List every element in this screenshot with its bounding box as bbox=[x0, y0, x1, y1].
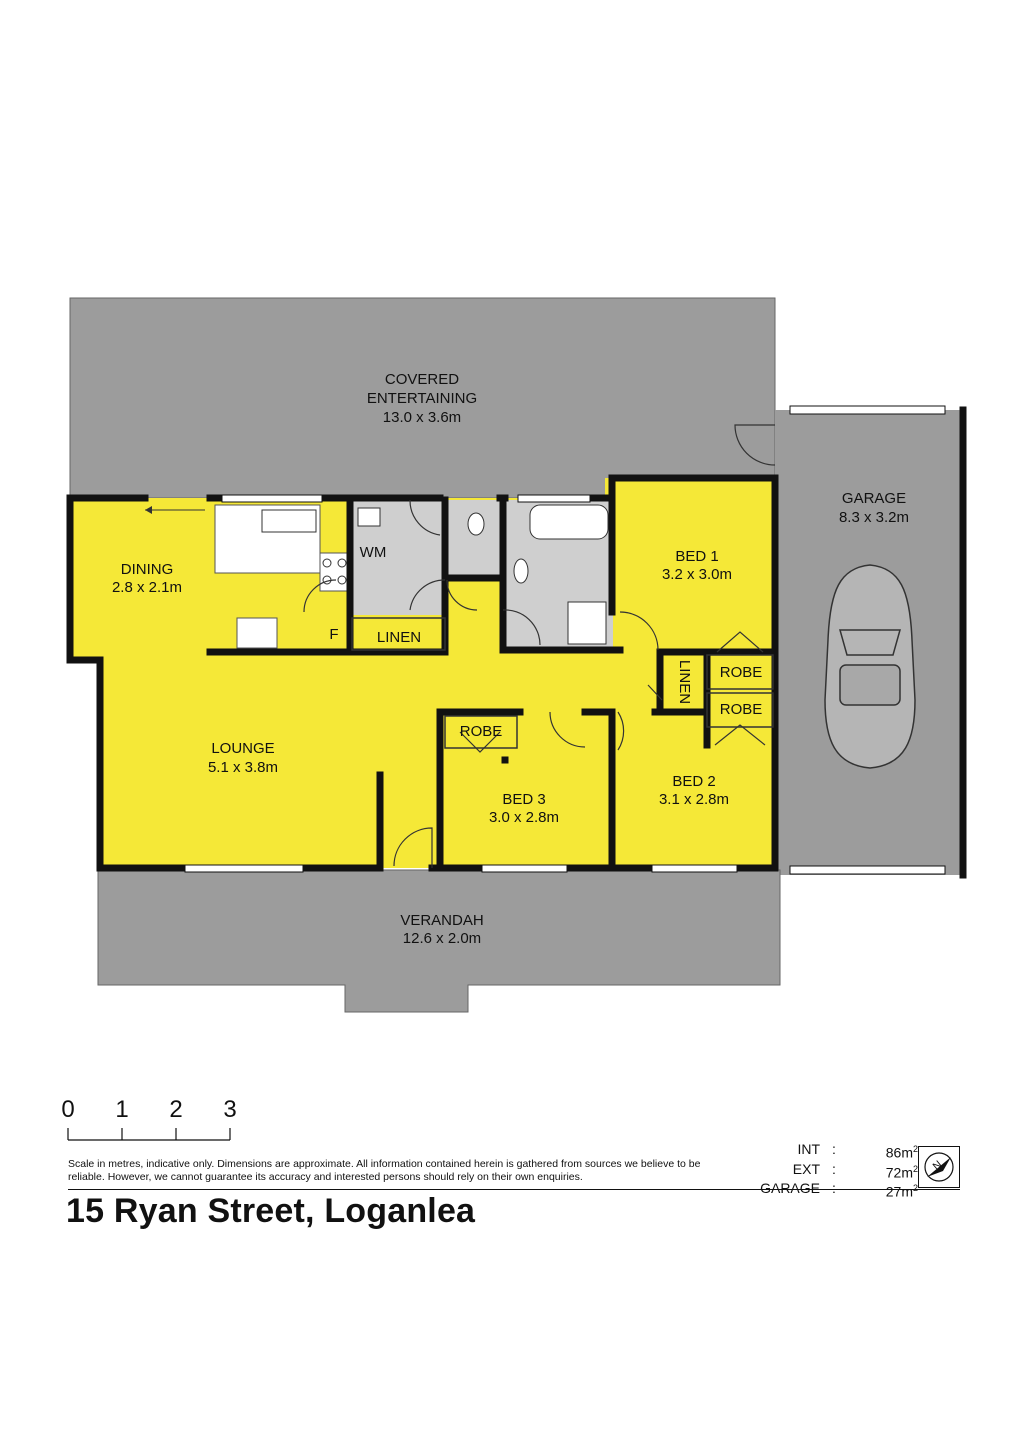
area-row-garage: GARAGE : 27m2 bbox=[740, 1180, 920, 1200]
windows bbox=[184, 405, 946, 875]
covered-entertaining-dims: 13.0 x 3.6m bbox=[383, 409, 461, 426]
garage-dims: 8.3 x 3.2m bbox=[839, 509, 909, 526]
dining-label: DINING bbox=[121, 561, 174, 578]
area-key: INT bbox=[797, 1141, 820, 1157]
garage-label: GARAGE bbox=[842, 490, 906, 507]
area-key: EXT bbox=[792, 1160, 820, 1177]
robe-bed1-label: ROBE bbox=[720, 664, 763, 681]
scale-tick-1: 1 bbox=[115, 1096, 128, 1123]
covered-entertaining-area bbox=[69, 297, 776, 499]
toilet bbox=[467, 512, 485, 536]
bed3-dims: 3.0 x 2.8m bbox=[489, 809, 559, 826]
area-sep: : bbox=[832, 1160, 836, 1177]
linen-vertical-label: LINEN bbox=[676, 660, 693, 704]
wm-label: WM bbox=[360, 544, 387, 561]
linen-label: LINEN bbox=[377, 629, 421, 646]
robe-bed3-label: ROBE bbox=[460, 723, 503, 740]
cooktop bbox=[319, 552, 351, 592]
kitchen-bench-island bbox=[236, 617, 278, 649]
verandah-label: VERANDAH bbox=[400, 912, 483, 929]
scale-tick-3: 3 bbox=[223, 1096, 236, 1123]
area-sep: : bbox=[832, 1141, 836, 1157]
disclaimer-text: Scale in metres, indicative only. Dimens… bbox=[68, 1158, 701, 1183]
bed2-label: BED 2 bbox=[672, 773, 715, 790]
car-icon bbox=[824, 564, 916, 769]
covered-entertaining-label-2: ENTERTAINING bbox=[367, 390, 477, 407]
lounge-label: LOUNGE bbox=[211, 740, 274, 757]
shower bbox=[567, 601, 607, 645]
bed1-label: BED 1 bbox=[675, 548, 718, 565]
laundry-tub bbox=[357, 507, 381, 527]
verandah-dims: 12.6 x 2.0m bbox=[403, 930, 481, 947]
fridge-label: F bbox=[329, 626, 338, 643]
scale-tick-0: 0 bbox=[61, 1096, 74, 1123]
lounge-dims: 5.1 x 3.8m bbox=[208, 759, 278, 776]
kitchen-sink bbox=[261, 509, 317, 533]
footer-rule bbox=[68, 1189, 960, 1190]
robe-bed2-label: ROBE bbox=[720, 701, 763, 718]
area-value: 27m2 bbox=[885, 1183, 918, 1200]
area-key: GARAGE bbox=[760, 1180, 820, 1197]
verandah-area bbox=[97, 869, 781, 1013]
thin-walls bbox=[351, 617, 774, 749]
doors bbox=[303, 424, 776, 868]
bed1-dims: 3.2 x 3.0m bbox=[662, 566, 732, 583]
scale-tick-2: 2 bbox=[169, 1096, 182, 1123]
scale-bar: 0 1 2 3 bbox=[61, 1096, 237, 1141]
area-value: 72m2 bbox=[885, 1163, 918, 1181]
area-row-ext: EXT : 72m2 bbox=[740, 1161, 920, 1181]
property-address: 15 Ryan Street, Loganlea bbox=[66, 1192, 476, 1230]
area-value: 86m2 bbox=[885, 1144, 918, 1161]
compass-icon: N bbox=[918, 1146, 960, 1188]
dining-dims: 2.8 x 2.1m bbox=[112, 579, 182, 596]
vanity-basin bbox=[513, 558, 529, 584]
area-summary: INT : 86m2 EXT : 72m2 GARAGE : 27m2 bbox=[740, 1141, 920, 1200]
area-row-int: INT : 86m2 bbox=[740, 1141, 920, 1161]
covered-entertaining-label-1: COVERED bbox=[385, 371, 459, 388]
bed3-label: BED 3 bbox=[502, 791, 545, 808]
area-sep: : bbox=[820, 1180, 848, 1200]
bathtub bbox=[529, 504, 609, 540]
bed2-dims: 3.1 x 2.8m bbox=[659, 791, 729, 808]
toilet-area bbox=[448, 500, 500, 578]
